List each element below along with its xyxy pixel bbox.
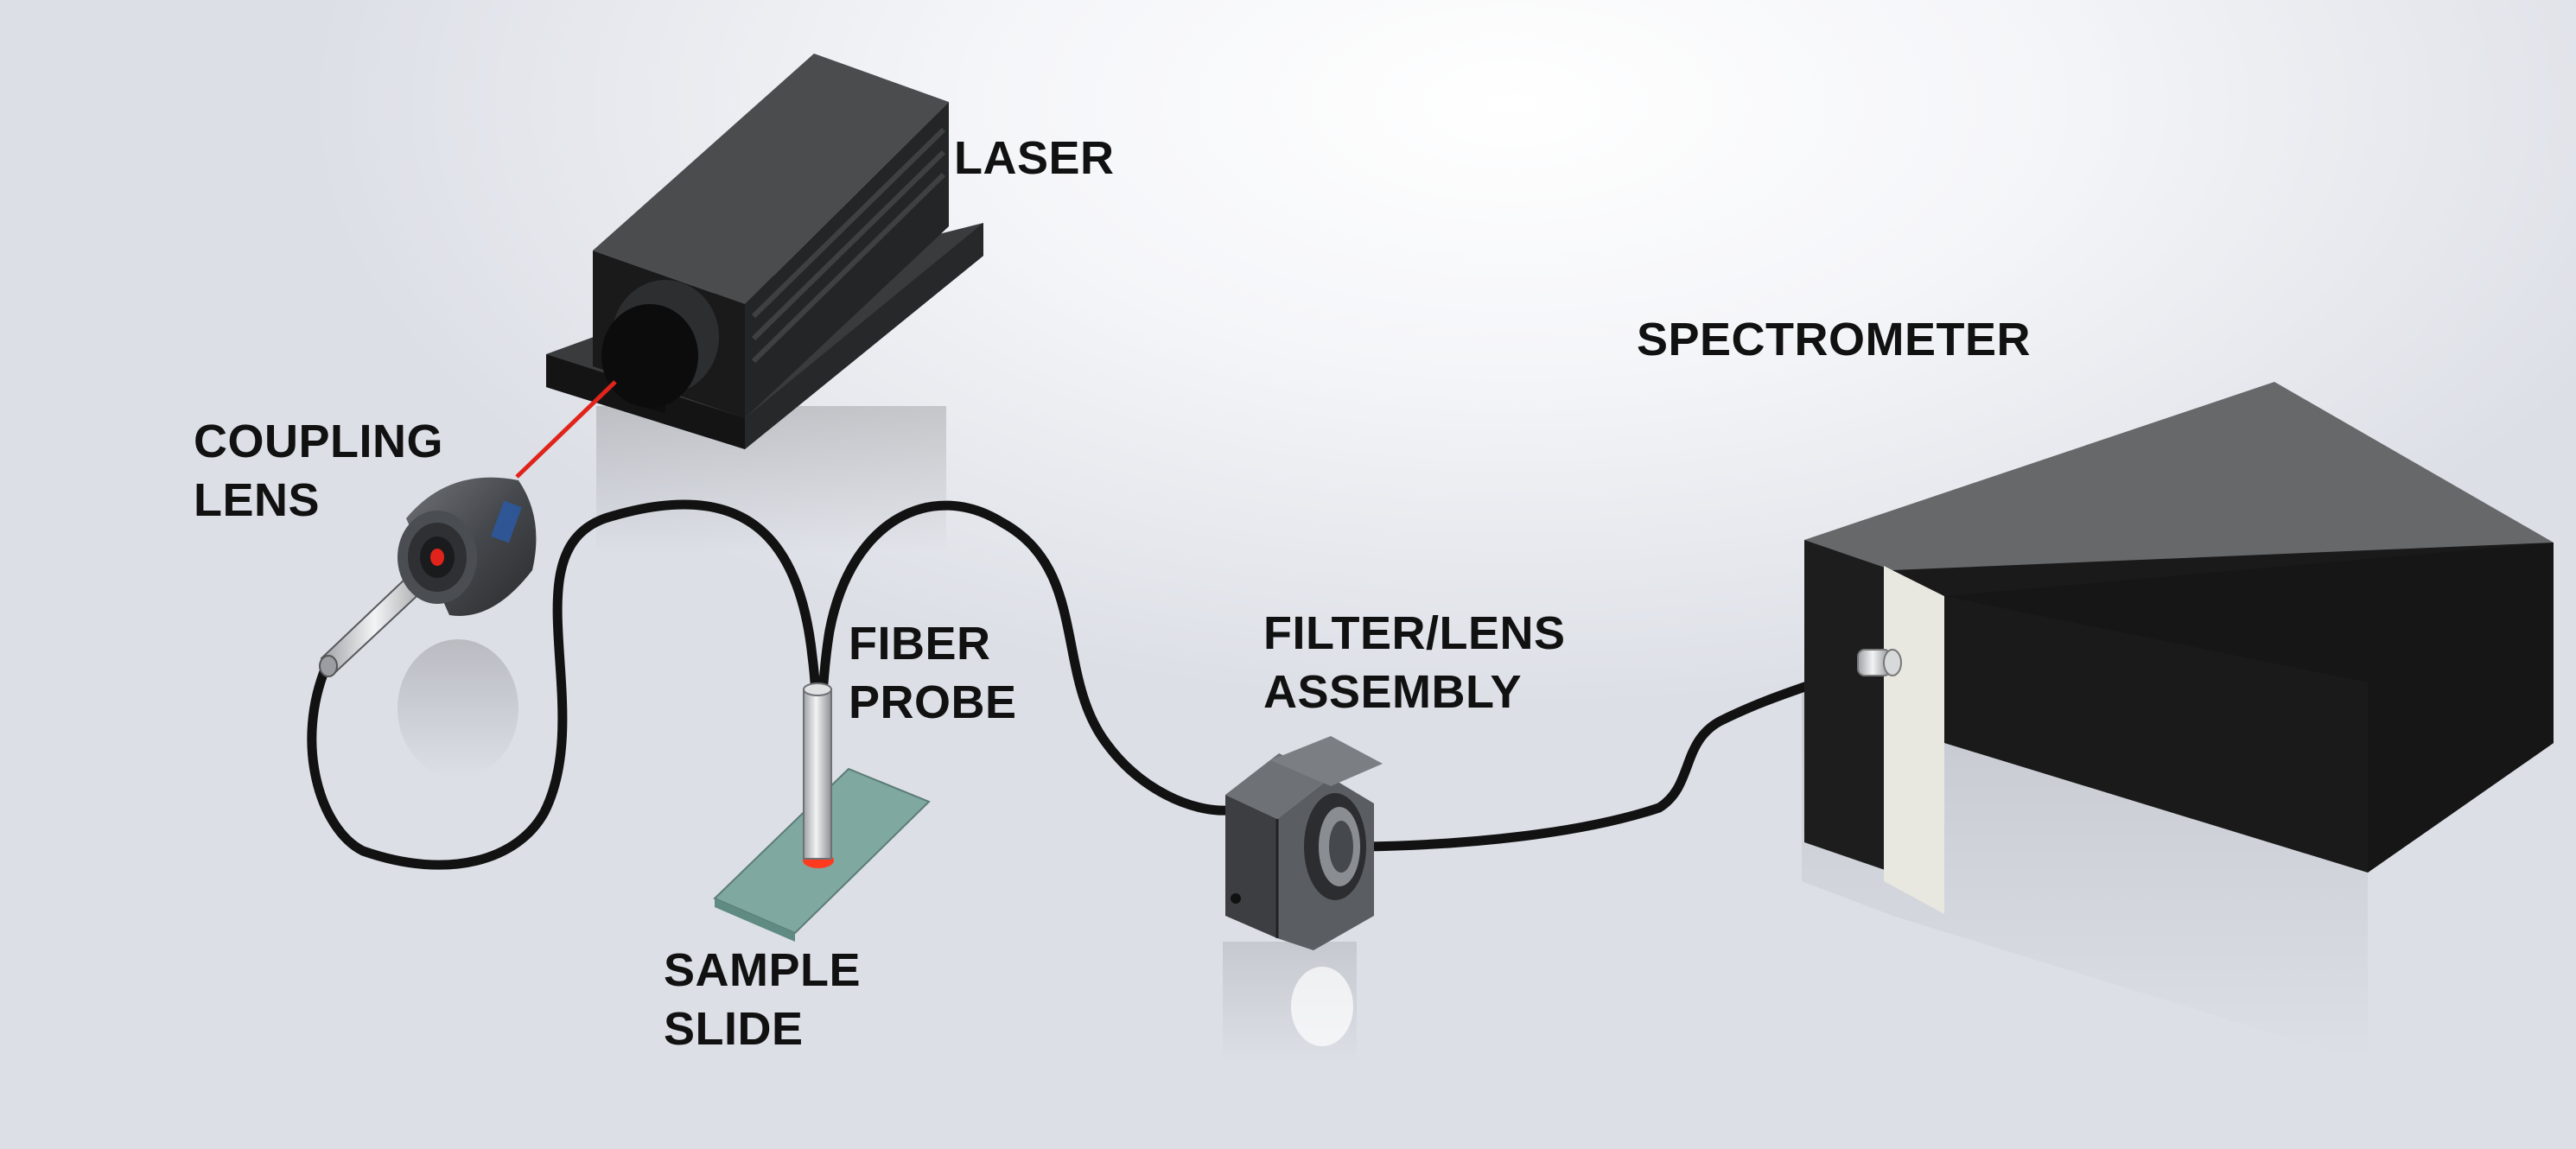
- label-coupling-lens-line1: COUPLING: [194, 416, 444, 467]
- optical-fiber-collection: [812, 500, 1232, 816]
- label-fiber-probe-line2: PROBE: [849, 676, 1017, 728]
- coupling-lens-reflection: [398, 639, 518, 778]
- optical-fiber-input: [307, 499, 822, 870]
- label-coupling-lens: COUPLING LENS: [194, 413, 443, 530]
- laser-reflection: [596, 406, 946, 553]
- label-spectrometer: SPECTROMETER: [1637, 311, 2031, 370]
- label-filter-lens-assembly: FILTER/LENS ASSEMBLY: [1263, 605, 1566, 721]
- coupling-lens: [319, 477, 537, 677]
- label-filter-lens-assembly-line2: ASSEMBLY: [1263, 665, 1523, 718]
- spectrometer-device: [1804, 382, 2554, 914]
- label-sample-slide-line2: SLIDE: [664, 1002, 804, 1055]
- label-sample-slide: SAMPLE SLIDE: [664, 942, 861, 1058]
- label-laser-line1: LASER: [954, 132, 1115, 184]
- label-filter-lens-assembly-line1: FILTER/LENS: [1263, 607, 1566, 659]
- label-coupling-lens-line2: LENS: [194, 473, 321, 526]
- label-spectrometer-line1: SPECTROMETER: [1637, 314, 2032, 365]
- label-fiber-probe: FIBER PROBE: [849, 615, 1017, 732]
- spectrometer-fiber-port: [1857, 649, 1902, 676]
- label-fiber-probe-line1: FIBER: [849, 618, 991, 670]
- filter-assembly-reflection: [1223, 942, 1357, 1063]
- laser-beam: [515, 380, 617, 479]
- label-sample-slide-line1: SAMPLE: [664, 944, 862, 996]
- optical-fiber-output: [1360, 660, 1863, 852]
- laser-cooling-fins: [751, 127, 946, 364]
- filter-lens-assembly: [1225, 736, 1383, 950]
- label-laser: LASER: [954, 130, 1115, 188]
- fiber-probe: [803, 682, 832, 860]
- laser-device: [546, 54, 983, 449]
